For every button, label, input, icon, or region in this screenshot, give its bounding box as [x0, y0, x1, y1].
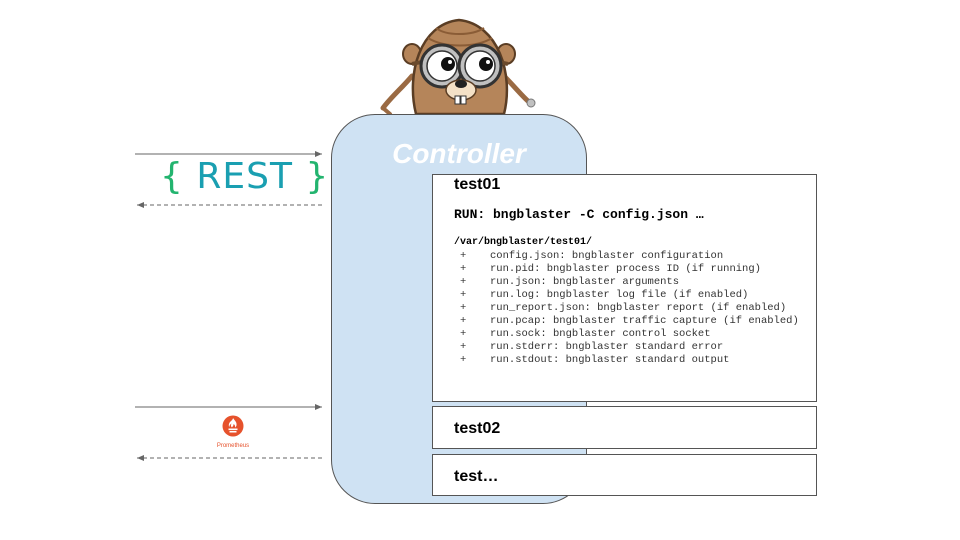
test-card-test01: test01 RUN: bngblaster -C config.json … … [432, 174, 817, 402]
test-card-more: test… [432, 454, 817, 496]
gopher-icon [380, 18, 536, 116]
prometheus-icon [222, 415, 244, 437]
list-item: +run.json: bngblaster arguments [460, 276, 680, 288]
list-item: +run.pcap: bngblaster traffic capture (i… [460, 315, 799, 327]
test-name: test… [454, 468, 499, 485]
list-item: +run.stderr: bngblaster standard error [460, 341, 724, 353]
prometheus-logo: Prometheus [212, 415, 254, 449]
run-command: RUN: bngblaster -C config.json … [454, 207, 704, 222]
file-list: +config.json: bngblaster configuration +… [454, 250, 809, 367]
controller-label: Controller [392, 138, 526, 169]
list-item: +config.json: bngblaster configuration [460, 250, 724, 262]
test-card-test02: test02 [432, 406, 817, 449]
list-item: +run.pid: bngblaster process ID (if runn… [460, 263, 761, 275]
rest-logo: { REST } [160, 156, 330, 197]
list-item: +run.stdout: bngblaster standard output [460, 354, 730, 366]
test-directory: /var/bngblaster/test01/ [454, 237, 593, 248]
list-item: +run.sock: bngblaster control socket [460, 328, 711, 340]
list-item: +run.log: bngblaster log file (if enable… [460, 289, 749, 301]
test-name: test02 [454, 420, 501, 437]
test-name: test01 [454, 176, 501, 193]
list-item: +run_report.json: bngblaster report (if … [460, 302, 787, 314]
